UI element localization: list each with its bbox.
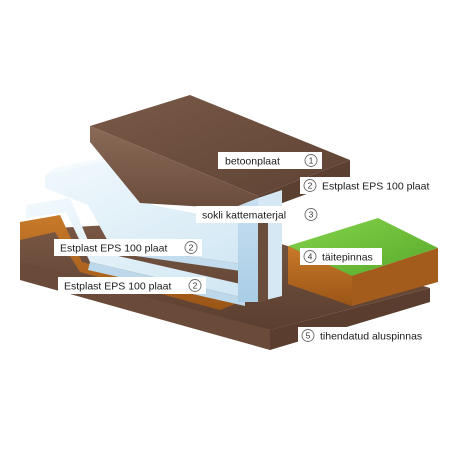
labels: betoonplaat 1 2 Estplast EPS 100 plaat s… — [54, 152, 448, 344]
label-taitepinnas-bg — [300, 248, 382, 265]
badge-5-text: 5 — [306, 331, 311, 341]
label-tihendatud-bg — [298, 327, 438, 344]
label-taitepinnas-text: täitepinnas — [322, 252, 373, 264]
label-taitepinnas: 4 täitepinnas — [300, 248, 382, 265]
badge-1-circle — [304, 154, 318, 167]
label-eps-left-upper-bg — [54, 239, 202, 256]
label-betoonplaat: betoonplaat 1 — [218, 152, 322, 169]
label-sokli: sokli kattematerjal 3 — [196, 206, 322, 223]
badge-4-text: 4 — [308, 252, 313, 262]
label-eps-right-text: Estplast EPS 100 plaat — [322, 181, 429, 193]
label-eps-right-bg — [300, 177, 448, 194]
badge-2-upper-circle — [184, 241, 198, 254]
label-eps-left-lower: Estplast EPS 100 plaat 2 — [58, 277, 206, 294]
label-eps-left-lower-bg — [58, 277, 206, 294]
label-eps-left-lower-text: Estplast EPS 100 plaat — [64, 281, 171, 293]
badge-2-lower-text: 2 — [193, 281, 198, 291]
label-tihendatud: 5 tihendatud aluspinnas — [298, 327, 438, 344]
badge-2-lower-circle — [188, 279, 202, 292]
label-eps-right: 2 Estplast EPS 100 plaat — [300, 177, 448, 194]
label-betoonplaat-text: betoonplaat — [225, 156, 280, 168]
badge-4-circle — [303, 250, 317, 263]
label-sokli-bg — [196, 206, 322, 223]
badge-5-circle — [301, 329, 315, 342]
badge-2-right-text: 2 — [308, 181, 313, 191]
label-sokli-text: sokli kattematerjal — [202, 210, 286, 222]
badge-2-right-circle — [303, 179, 317, 192]
badge-2-upper-text: 2 — [189, 243, 194, 253]
badge-3-text: 3 — [309, 210, 314, 220]
badge-3-circle — [304, 208, 318, 221]
label-betoonplaat-bg — [218, 152, 322, 169]
label-eps-left-upper: Estplast EPS 100 plaat 2 — [54, 239, 202, 256]
label-tihendatud-text: tihendatud aluspinnas — [320, 331, 422, 343]
label-eps-left-upper-text: Estplast EPS 100 plaat — [60, 243, 167, 255]
badge-1-text: 1 — [309, 156, 314, 166]
